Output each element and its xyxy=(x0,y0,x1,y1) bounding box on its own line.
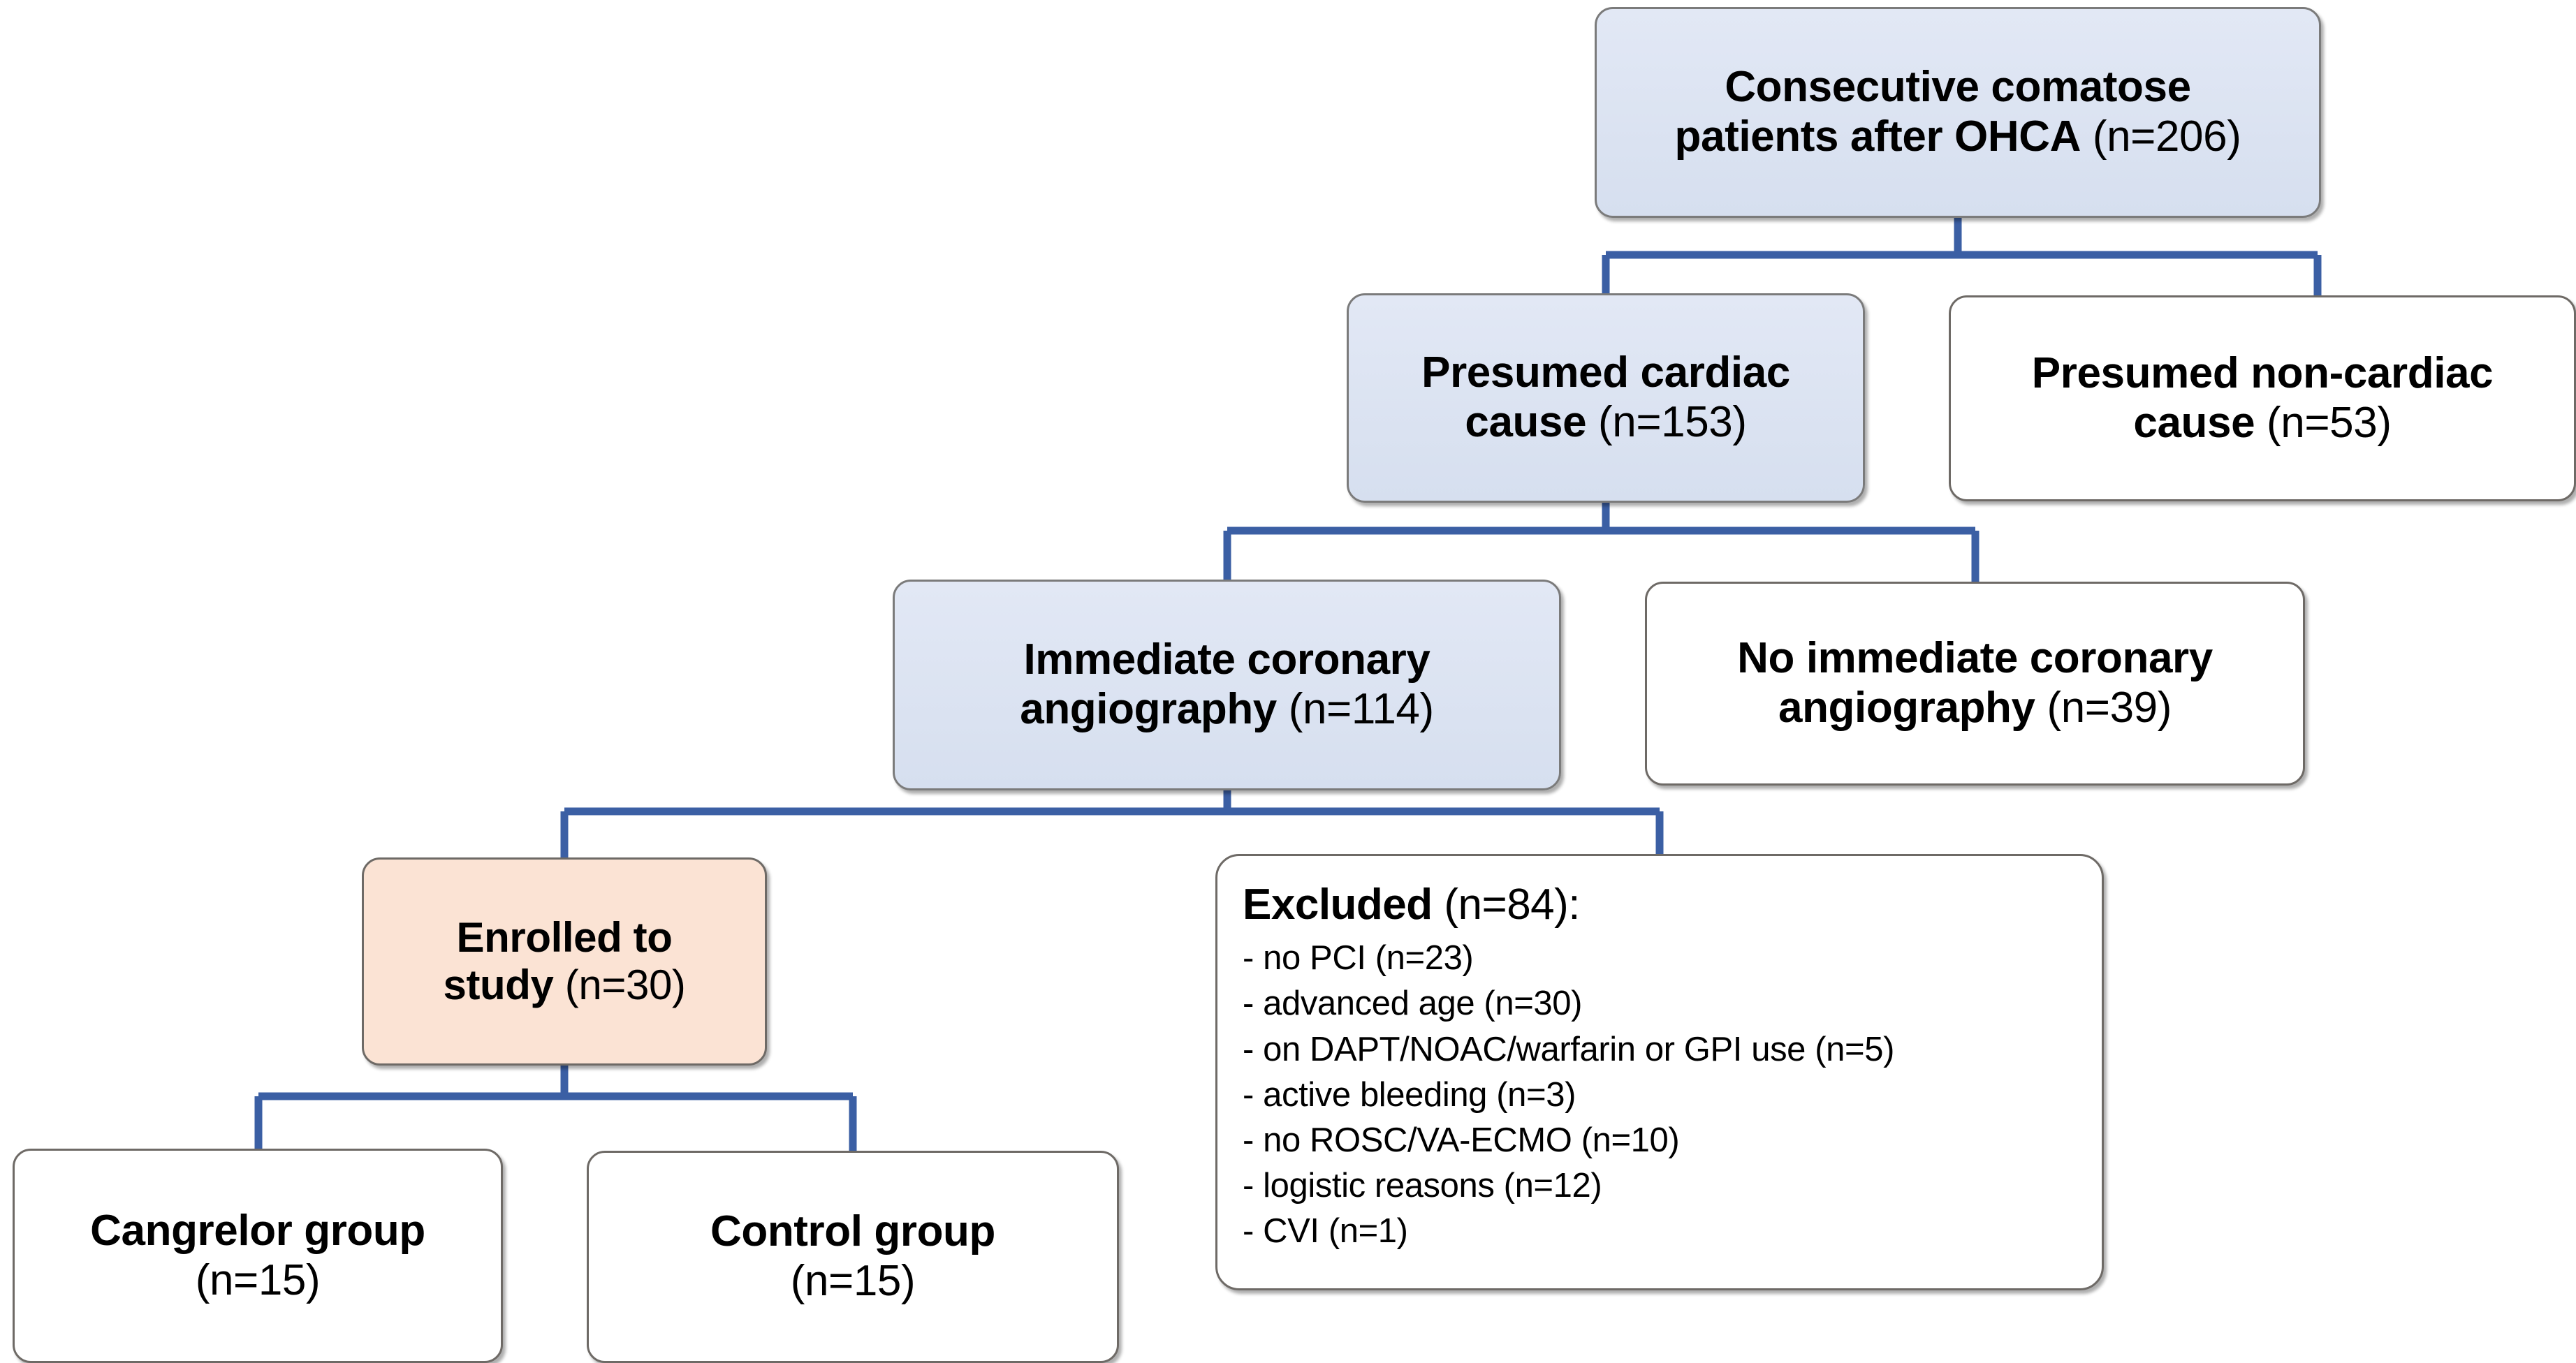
node-cangrelor-text: Cangrelor group (n=15) xyxy=(78,1207,438,1305)
node-noncardiac-line1: Presumed non-cardiac xyxy=(2031,348,2494,397)
node-ica-text: Immediate coronary angiography (n=114) xyxy=(1007,635,1447,734)
node-root-line2-label: patients after OHCA xyxy=(1674,112,2081,161)
node-noncardiac-line2-count: (n=53) xyxy=(2255,398,2392,447)
node-control-group[interactable]: Control group (n=15) xyxy=(587,1151,1119,1363)
node-noncardiac-text: Presumed non-cardiac cause (n=53) xyxy=(2019,349,2505,448)
node-ica-line2-label: angiography xyxy=(1020,685,1277,733)
node-cardiac-line2-count: (n=153) xyxy=(1586,398,1747,446)
node-excluded[interactable]: Excluded (n=84): - no PCI (n=23) - advan… xyxy=(1215,854,2104,1290)
node-enrolled-line2-label: study xyxy=(443,962,554,1008)
node-noica-line1: No immediate coronary xyxy=(1737,634,2213,683)
node-cardiac-line2-label: cause xyxy=(1465,398,1587,446)
node-enrolled-line2-count: (n=30) xyxy=(553,962,686,1008)
excluded-reasons-list: - no PCI (n=23) - advanced age (n=30) - … xyxy=(1243,936,2102,1254)
node-root-line1: Consecutive comatose xyxy=(1725,63,2191,112)
node-consecutive-comatose-patients[interactable]: Consecutive comatose patients after OHCA… xyxy=(1595,7,2321,218)
list-item: - logistic reasons (n=12) xyxy=(1243,1166,1602,1204)
excluded-title-label: Excluded xyxy=(1243,881,1433,929)
node-control-count: (n=15) xyxy=(790,1257,916,1305)
node-cangrelor-count: (n=15) xyxy=(195,1255,321,1304)
node-noica-line2-count: (n=39) xyxy=(2035,684,2172,732)
node-noncardiac-line2-label: cause xyxy=(2133,398,2255,447)
node-noica-line2-label: angiography xyxy=(1778,684,2035,732)
list-item: - on DAPT/NOAC/warfarin or GPI use (n=5) xyxy=(1243,1030,1894,1068)
node-root-line2-count: (n=206) xyxy=(2081,112,2241,161)
list-item: - advanced age (n=30) xyxy=(1243,985,1583,1023)
node-presumed-cardiac-cause[interactable]: Presumed cardiac cause (n=153) xyxy=(1347,293,1865,503)
node-ica-line1: Immediate coronary xyxy=(1023,635,1430,684)
node-presumed-non-cardiac-cause[interactable]: Presumed non-cardiac cause (n=53) xyxy=(1949,295,2576,501)
node-cardiac-text: Presumed cardiac cause (n=153) xyxy=(1409,348,1803,447)
list-item: - no PCI (n=23) xyxy=(1243,939,1474,978)
list-item: - no ROSC/VA-ECMO (n=10) xyxy=(1243,1121,1680,1159)
node-ica-line2-count: (n=114) xyxy=(1276,685,1434,733)
node-enrolled-to-study[interactable]: Enrolled to study (n=30) xyxy=(362,857,767,1066)
excluded-title: Excluded (n=84): xyxy=(1243,881,2102,929)
excluded-title-count: (n=84): xyxy=(1432,881,1581,929)
node-cangrelor-group[interactable]: Cangrelor group (n=15) xyxy=(13,1149,503,1363)
node-cangrelor-line1: Cangrelor group xyxy=(90,1206,425,1255)
excluded-content: Excluded (n=84): - no PCI (n=23) - advan… xyxy=(1217,856,2102,1254)
node-control-text: Control group (n=15) xyxy=(698,1207,1008,1306)
node-cardiac-line1: Presumed cardiac xyxy=(1421,348,1790,397)
node-enrolled-text: Enrolled to study (n=30) xyxy=(430,914,698,1010)
node-immediate-coronary-angiography[interactable]: Immediate coronary angiography (n=114) xyxy=(893,580,1561,790)
node-enrolled-line1: Enrolled to xyxy=(456,913,673,961)
node-noica-text: No immediate coronary angiography (n=39) xyxy=(1725,634,2225,732)
node-root-text: Consecutive comatose patients after OHCA… xyxy=(1662,63,2254,161)
list-item: - CVI (n=1) xyxy=(1243,1212,1408,1251)
node-control-line1: Control group xyxy=(710,1207,996,1256)
node-no-immediate-coronary-angiography[interactable]: No immediate coronary angiography (n=39) xyxy=(1645,582,2305,786)
list-item: - active bleeding (n=3) xyxy=(1243,1075,1576,1114)
